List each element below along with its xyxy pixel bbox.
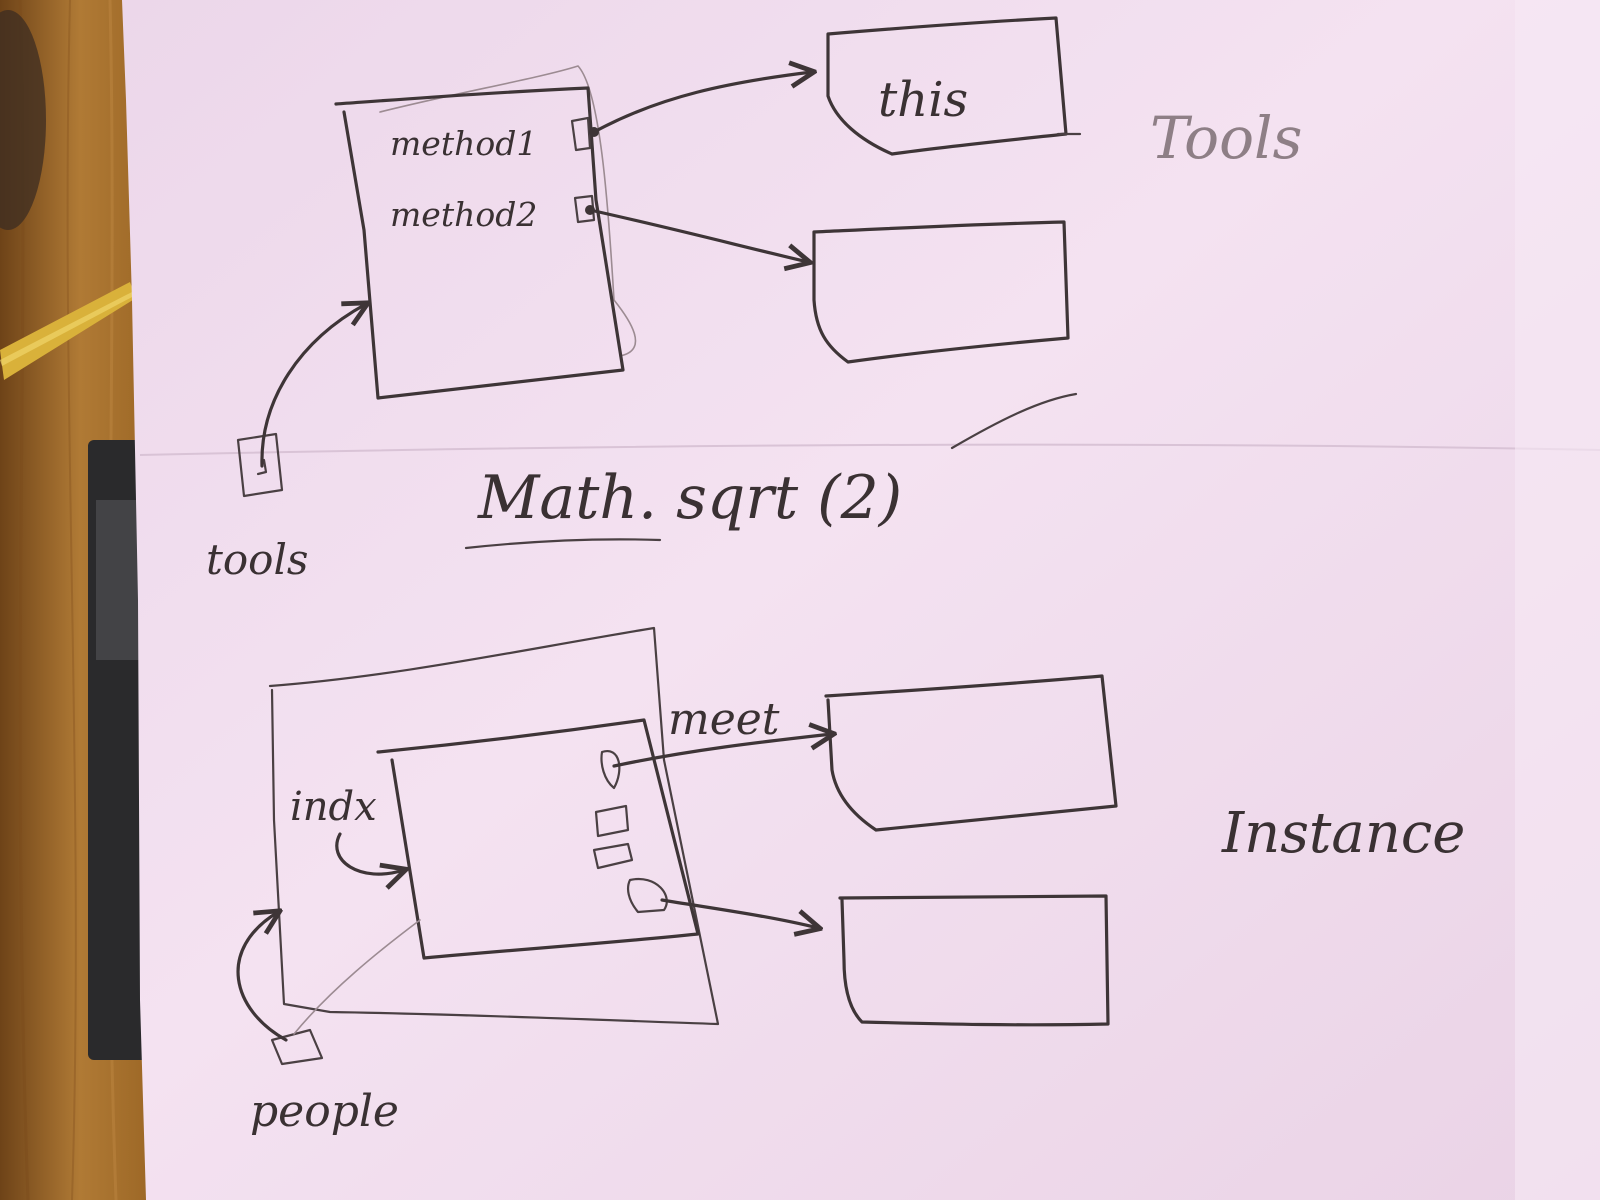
tools-pointer-arrow: [260, 304, 366, 468]
this-function-box: [826, 16, 1082, 156]
people-pointer-arrow: [236, 912, 421, 1042]
second-method-arrow: [660, 898, 818, 928]
this-label: this: [878, 72, 968, 128]
pencil: [0, 282, 136, 380]
instance-object-box: [376, 718, 700, 960]
meet-function-box: [824, 674, 1118, 832]
method1-slot-icon: [570, 116, 592, 152]
method2-arrow: [585, 205, 808, 262]
second-method-slot-icon: [627, 877, 668, 914]
meet-label: meet: [668, 694, 780, 745]
tools-section-label: Tools: [1150, 104, 1302, 172]
paper-sheet: [122, 0, 1600, 1200]
second-function-box: [838, 894, 1110, 1027]
method2-label: method2: [390, 195, 537, 234]
tools-variable-label: tools: [206, 535, 308, 584]
index-arrow: [335, 832, 404, 874]
method1-label: method1: [390, 124, 537, 163]
empty-slot-icon: [592, 804, 634, 870]
strike-through-mark: [950, 392, 1078, 450]
method2-function-box: [812, 220, 1070, 364]
instance-outer-scope-box: [268, 626, 720, 1026]
index-label: indx: [290, 784, 377, 830]
meet-slot-icon: [600, 749, 621, 790]
instance-section-label: Instance: [1221, 801, 1465, 866]
method2-slot-icon: [573, 194, 596, 224]
people-variable-slot-icon: [270, 1028, 324, 1066]
people-variable-label: people: [250, 1086, 399, 1137]
method1-arrow: [589, 72, 812, 137]
math-underline: [464, 538, 662, 550]
meet-arrow: [612, 734, 832, 768]
math-sqrt-expression: Math. sqrt (2): [464, 392, 1078, 550]
math-sqrt-text: Math. sqrt (2): [477, 463, 902, 533]
tools-object-box: [334, 65, 637, 400]
